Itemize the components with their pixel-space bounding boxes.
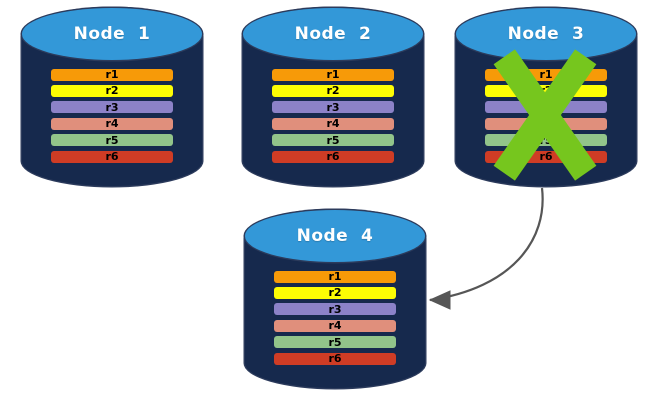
cylinder-top-ellipse [243,8,423,60]
record-bar-label: r5 [328,335,342,349]
record-bar[interactable]: r4 [484,117,608,131]
record-bar[interactable]: r2 [271,84,395,98]
cylinder-top-ellipse [22,8,202,60]
record-bar-label: r3 [539,100,553,114]
record-bar[interactable]: r5 [484,133,608,147]
record-bar-label: r5 [539,133,553,147]
record-bar-label: r6 [105,150,119,164]
record-bar-label: r3 [105,100,119,114]
record-bar-label: r2 [326,84,340,98]
record-bar[interactable]: r4 [50,117,174,131]
cylinder-top-ellipse [456,8,636,60]
record-bar-label: r6 [328,352,342,366]
record-bar-label: r1 [539,68,553,82]
record-bar[interactable]: r6 [271,150,395,164]
record-bar-label: r4 [328,319,342,333]
record-bar[interactable]: r6 [273,352,397,366]
record-bar[interactable]: r5 [273,335,397,349]
record-bar-label: r2 [539,84,553,98]
record-bar-label: r4 [539,117,553,131]
record-bar-label: r1 [328,270,342,284]
record-bar[interactable]: r1 [273,270,397,284]
record-bar[interactable]: r6 [484,150,608,164]
record-bar-label: r6 [326,150,340,164]
record-bar[interactable]: r5 [271,133,395,147]
record-bar[interactable]: r6 [50,150,174,164]
record-bar-label: r5 [105,133,119,147]
record-bar[interactable]: r2 [273,286,397,300]
record-bar-list: r1 r2 r3 r4 r5 r6 [484,68,608,164]
record-bar[interactable]: r3 [50,100,174,114]
record-bar-label: r6 [539,150,553,164]
record-bar[interactable]: r1 [271,68,395,82]
record-bar[interactable]: r5 [50,133,174,147]
record-bar[interactable]: r2 [484,84,608,98]
record-bar-list: r1 r2 r3 r4 r5 r6 [271,68,395,164]
record-bar[interactable]: r3 [484,100,608,114]
record-bar-label: r1 [326,68,340,82]
record-bar[interactable]: r1 [50,68,174,82]
record-bar[interactable]: r1 [484,68,608,82]
cylinder-top-ellipse [245,210,425,262]
record-bar[interactable]: r4 [271,117,395,131]
record-bar[interactable]: r2 [50,84,174,98]
record-bar-label: r2 [328,286,342,300]
record-bar-label: r3 [328,302,342,316]
record-bar-list: r1 r2 r3 r4 r5 r6 [50,68,174,164]
record-bar-label: r5 [326,133,340,147]
record-bar-list: r1 r2 r3 r4 r5 r6 [273,270,397,366]
record-bar[interactable]: r3 [271,100,395,114]
record-bar-label: r1 [105,68,119,82]
record-bar[interactable]: r3 [273,302,397,316]
record-bar[interactable]: r4 [273,319,397,333]
record-bar-label: r3 [326,100,340,114]
replication-arrow-head [428,290,451,310]
record-bar-label: r4 [326,117,340,131]
record-bar-label: r4 [105,117,119,131]
replication-arrow-path [429,187,544,302]
record-bar-label: r2 [105,84,119,98]
